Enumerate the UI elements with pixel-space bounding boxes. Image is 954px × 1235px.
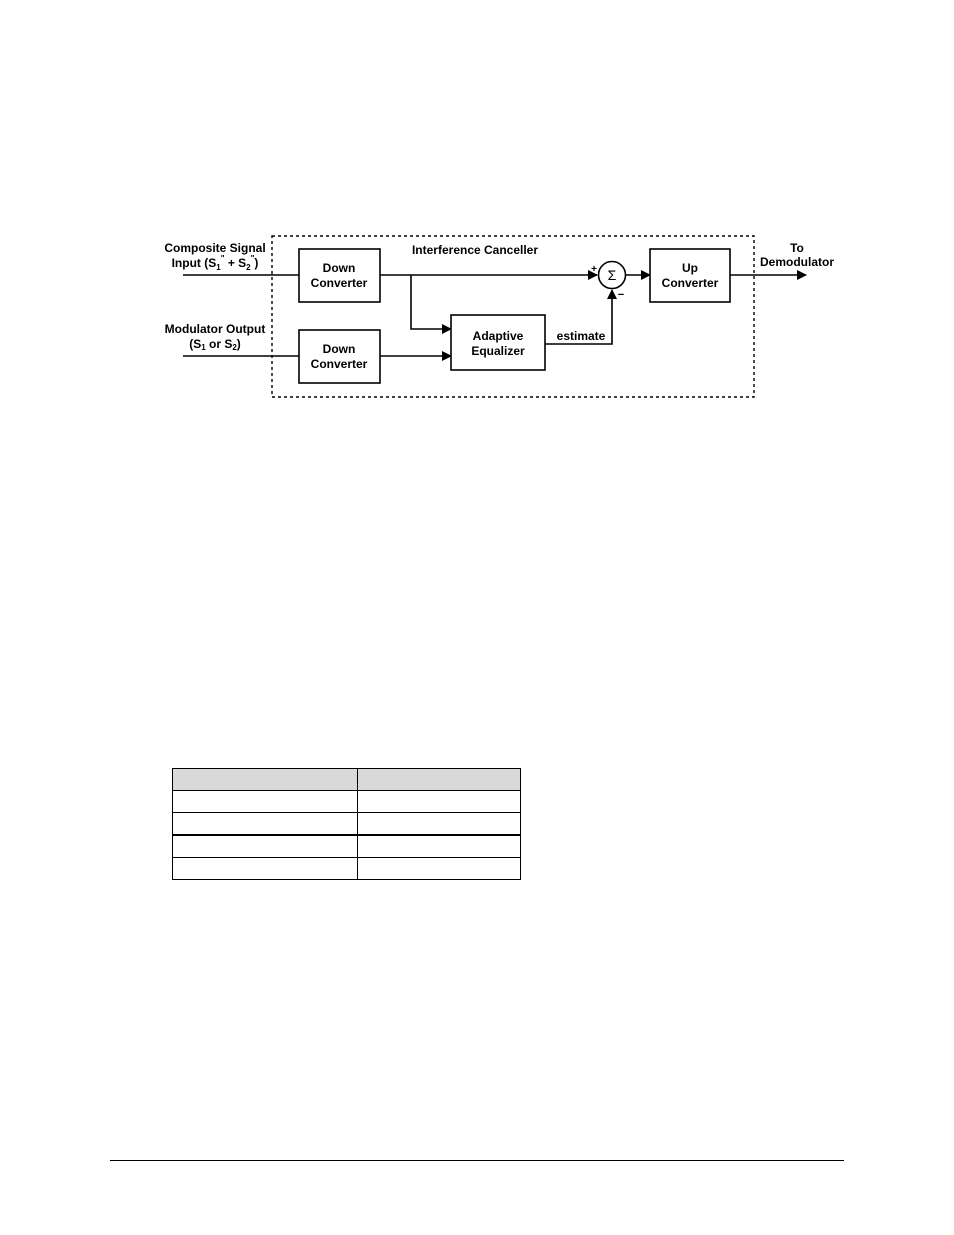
- summer-minus-sign: −: [618, 289, 624, 301]
- interference-canceller-diagram: Interference Canceller Composite Signal …: [164, 235, 834, 398]
- empty-table: [172, 768, 521, 880]
- down-converter-top: Down Converter: [298, 248, 381, 303]
- svg-text:Converter: Converter: [311, 276, 368, 290]
- to-demodulator-label: To Demodulator: [760, 241, 834, 269]
- svg-text:Composite Signal: Composite Signal: [164, 241, 265, 255]
- svg-text:Demodulator: Demodulator: [760, 255, 834, 269]
- svg-text:Up: Up: [682, 261, 698, 275]
- svg-text:Σ: Σ: [608, 267, 617, 283]
- estimate-wire: [545, 289, 617, 345]
- table-cell: [357, 834, 521, 858]
- adaptive-equalizer: Adaptive Equalizer: [450, 314, 546, 371]
- modulator-output-label: Modulator Output (S1 or S2): [165, 322, 266, 352]
- branch-to-equalizer: [410, 275, 452, 334]
- table-row: [172, 834, 521, 858]
- composite-signal-input-label: Composite Signal Input (S1" + S2"): [164, 241, 265, 272]
- table-header-cell: [357, 768, 521, 791]
- interference-canceller-boundary: [271, 235, 755, 398]
- table-cell: [357, 790, 521, 813]
- svg-text:Converter: Converter: [311, 357, 368, 371]
- table-row: [172, 857, 521, 880]
- svg-text:Modulator Output: Modulator Output: [165, 322, 266, 336]
- table-cell: [172, 790, 358, 813]
- svg-text:(S1 or S2): (S1 or S2): [189, 337, 241, 352]
- svg-text:To: To: [790, 241, 804, 255]
- estimate-label: estimate: [557, 329, 606, 343]
- svg-text:Down: Down: [323, 261, 356, 275]
- signal-wires: [183, 270, 807, 361]
- table-header-row: [172, 768, 521, 791]
- svg-text:Input (S1" + S2"): Input (S1" + S2"): [172, 254, 259, 272]
- table-header-cell: [172, 768, 358, 791]
- svg-text:Down: Down: [323, 342, 356, 356]
- table-cell: [357, 857, 521, 880]
- table-cell: [172, 857, 358, 880]
- table-row: [172, 812, 521, 836]
- container-title: Interference Canceller: [412, 243, 538, 257]
- svg-text:Converter: Converter: [662, 276, 719, 290]
- down-converter-bottom: Down Converter: [298, 329, 381, 384]
- table-cell: [172, 834, 358, 858]
- summing-junction: Σ + −: [591, 260, 627, 301]
- footer-rule: [110, 1160, 844, 1161]
- table-cell: [357, 812, 521, 836]
- svg-text:Adaptive: Adaptive: [473, 329, 524, 343]
- table-cell: [172, 812, 358, 836]
- up-converter: Up Converter: [649, 248, 731, 303]
- svg-text:Equalizer: Equalizer: [471, 344, 525, 358]
- table-row: [172, 790, 521, 813]
- summer-plus-sign: +: [591, 264, 597, 275]
